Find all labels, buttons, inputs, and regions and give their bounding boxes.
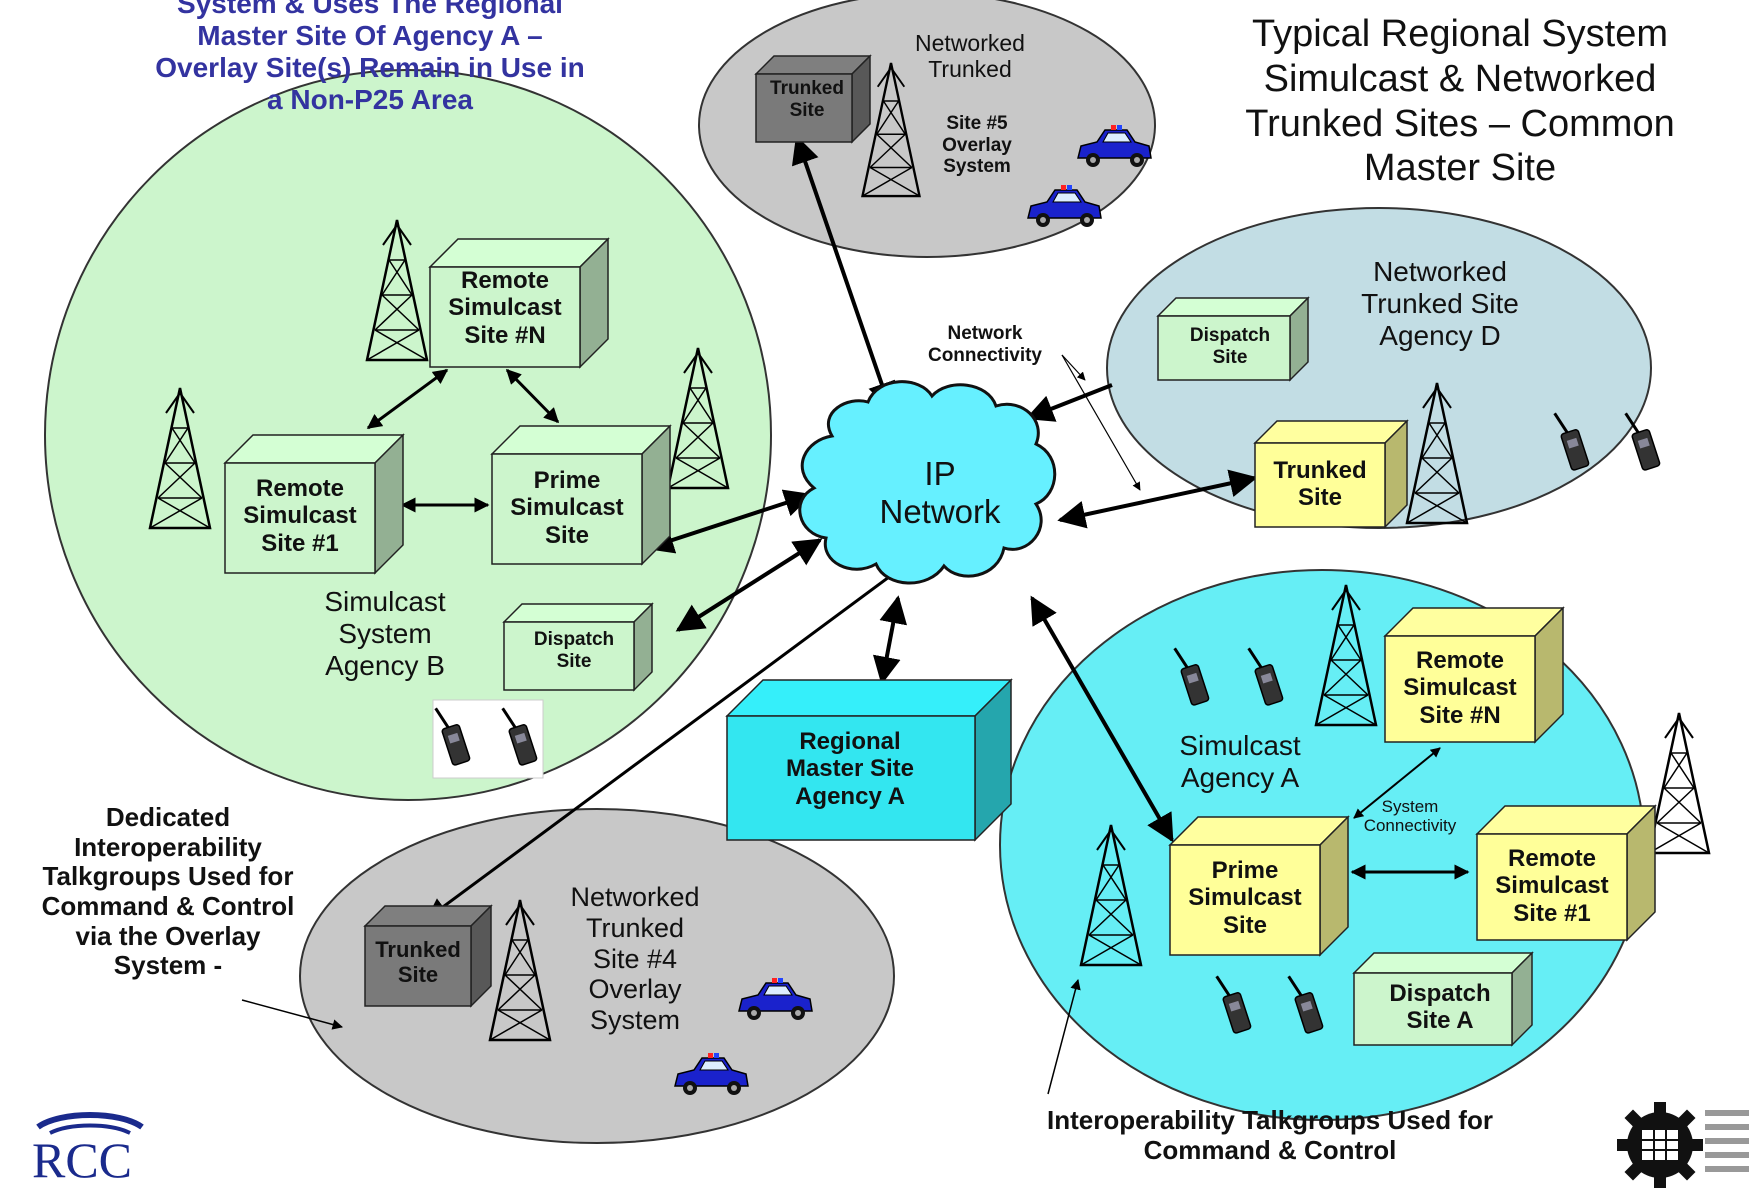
site5-trunked-site: Trunked Site xyxy=(770,78,844,121)
box-agency-a-remote-n xyxy=(1383,606,1565,744)
box-site4-trunked xyxy=(363,904,493,1008)
box-agency-b-prime xyxy=(490,424,672,566)
link-remote-n-prime-b xyxy=(505,368,560,424)
system-connectivity-label: System Connectivity xyxy=(1363,797,1457,836)
svg-text:RCC: RCC xyxy=(32,1132,132,1185)
site4-trunked-site: Trunked Site xyxy=(375,937,461,988)
agency-b-dispatch-site: Dispatch Site xyxy=(533,629,615,672)
network-connectivity-pointer xyxy=(1061,354,1086,381)
agency-d-zone xyxy=(1106,207,1652,529)
link-trunked-d-network xyxy=(1057,469,1258,529)
agency-a-remote-site-1: Remote Simulcast Site #1 xyxy=(1495,845,1609,927)
gear-logo-icon xyxy=(1610,1100,1749,1189)
link-remote-n-remote-1-b xyxy=(366,368,449,430)
agency-a-prime-site: Prime Simulcast Site xyxy=(1188,857,1302,939)
agency-b-remote-site-n: Remote Simulcast Site #N xyxy=(448,267,562,349)
rcc-logo: RCC xyxy=(10,1105,160,1188)
dedicated-note-pointer xyxy=(241,999,344,1030)
link-dispatch-d-network xyxy=(1025,383,1113,422)
box-agency-a-dispatch xyxy=(1352,951,1534,1047)
right-heading: Typical Regional System Simulcast & Netw… xyxy=(1245,13,1675,190)
box-agency-b-remote-1 xyxy=(223,433,405,575)
ip-network-cloud xyxy=(798,380,1057,585)
agency-a-remote-site-n: Remote Simulcast Site #N xyxy=(1403,647,1517,729)
link-prime-b-network xyxy=(645,489,813,554)
site5-label-top: Networked Trunked xyxy=(915,30,1025,83)
link-network-prime-a xyxy=(1030,595,1174,843)
box-agency-d-trunked xyxy=(1253,419,1409,529)
box-agency-a-prime xyxy=(1168,815,1350,957)
box-agency-b-dispatch xyxy=(502,602,654,692)
agency-d-dispatch-site: Dispatch Site xyxy=(1189,325,1271,368)
link-prime-a-remote-n xyxy=(1353,747,1441,819)
box-agency-b-remote-n xyxy=(428,237,610,369)
agency-b-prime-site: Prime Simulcast Site xyxy=(510,467,624,549)
interop-talkgroups-note: Interoperability Talkgroups Used for Com… xyxy=(1047,1105,1493,1165)
link-site5-network xyxy=(791,135,896,411)
site5-label-bottom: Site #5 Overlay System xyxy=(942,113,1012,178)
dedicated-talkgroups-note: Dedicated Interoperability Talkgroups Us… xyxy=(41,802,295,981)
site4-label: Networked Trunked Site #4 Overlay System xyxy=(570,882,700,1036)
left-heading: System & Uses The Regional Master Site O… xyxy=(155,0,585,115)
agency-a-dispatch-site: Dispatch Site A xyxy=(1389,980,1491,1035)
box-agency-a-remote-1 xyxy=(1475,804,1657,942)
ip-network-label: IP Network xyxy=(879,455,1001,530)
agency-b-zone-label: Simulcast System Agency B xyxy=(324,586,446,681)
agency-d-zone-label: Networked Trunked Site Agency D xyxy=(1361,256,1519,351)
interop-note-pointer xyxy=(1047,978,1081,1095)
network-connectivity-pointer xyxy=(1061,354,1141,491)
agency-b-remote-site-1: Remote Simulcast Site #1 xyxy=(243,475,357,557)
box-site5-trunked xyxy=(754,54,872,144)
box-agency-d-dispatch xyxy=(1156,296,1310,382)
regional-master-site: Regional Master Site Agency A xyxy=(785,728,915,810)
agency-d-trunked-site: Trunked Site xyxy=(1273,457,1367,512)
network-connectivity-label: Network Connectivity xyxy=(927,323,1043,366)
box-regional-master xyxy=(725,678,1013,842)
agency-a-zone-label: Simulcast Agency A xyxy=(1179,730,1301,793)
link-network-site4 xyxy=(426,558,914,920)
